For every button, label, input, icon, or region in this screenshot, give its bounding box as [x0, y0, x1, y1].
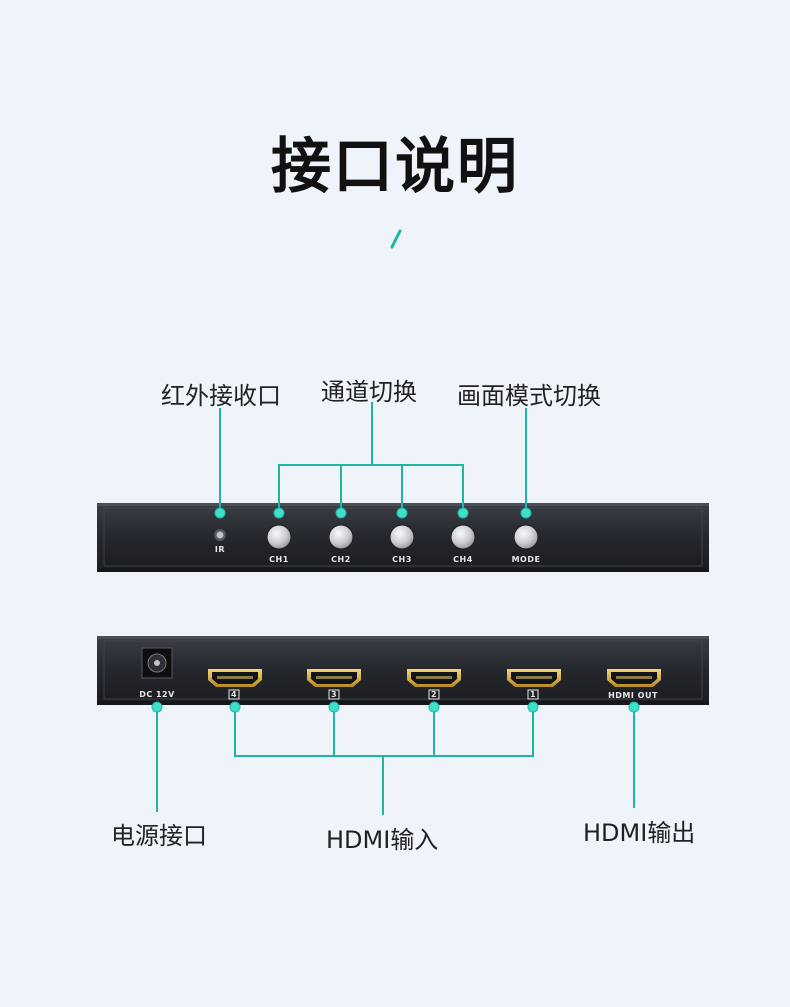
mode-button[interactable]: [513, 524, 539, 550]
ir-receiver-label: 红外接收口: [161, 382, 281, 410]
ch2-button[interactable]: [328, 524, 354, 550]
hdmi-output-label: HDMI输出: [583, 819, 696, 847]
ch4-text: CH4: [453, 555, 473, 564]
in3-text: 3: [331, 690, 337, 699]
in4-text: 4: [231, 690, 237, 699]
hdmi-out-text: HDMI OUT: [608, 691, 658, 700]
front-callout-dots: [214, 507, 532, 519]
ch1-text: CH1: [269, 555, 289, 564]
in3-badge: [328, 689, 340, 700]
ir-text: IR: [215, 545, 225, 554]
dc-power-jack: [141, 647, 173, 679]
rear-panel: DC 12V 4 3 2 1: [97, 636, 709, 705]
in1-text: 1: [530, 690, 536, 699]
channel-switch-label: 通道切换: [321, 378, 417, 406]
page-title: 接口说明: [271, 132, 519, 202]
in1-badge: [527, 689, 539, 700]
ch3-button[interactable]: [389, 524, 415, 550]
hdmi-in-2-port: [407, 669, 461, 687]
rear-callout-dots: [151, 701, 640, 713]
mode-switch-label: 画面模式切换: [457, 382, 601, 410]
in4-badge: [228, 689, 240, 700]
hdmi-in-1-port: [507, 669, 561, 687]
ch2-text: CH2: [331, 555, 351, 564]
in2-badge: [428, 689, 440, 700]
hdmi-out-port: [607, 669, 661, 687]
hdmi-input-label: HDMI输入: [326, 826, 439, 854]
front-callout-lines: [219, 402, 527, 513]
title-accent-mark: [390, 229, 402, 249]
hdmi-in-3-port: [307, 669, 361, 687]
ch3-text: CH3: [392, 555, 412, 564]
ch4-button[interactable]: [450, 524, 476, 550]
power-port-label: 电源接口: [111, 822, 207, 850]
ch1-button[interactable]: [266, 524, 292, 550]
dc-text: DC 12V: [139, 690, 175, 699]
in2-text: 2: [431, 690, 437, 699]
rear-callout-lines: [156, 707, 635, 815]
ir-receiver: [214, 529, 226, 541]
hdmi-in-4-port: [208, 669, 262, 687]
mode-text: MODE: [512, 555, 541, 564]
